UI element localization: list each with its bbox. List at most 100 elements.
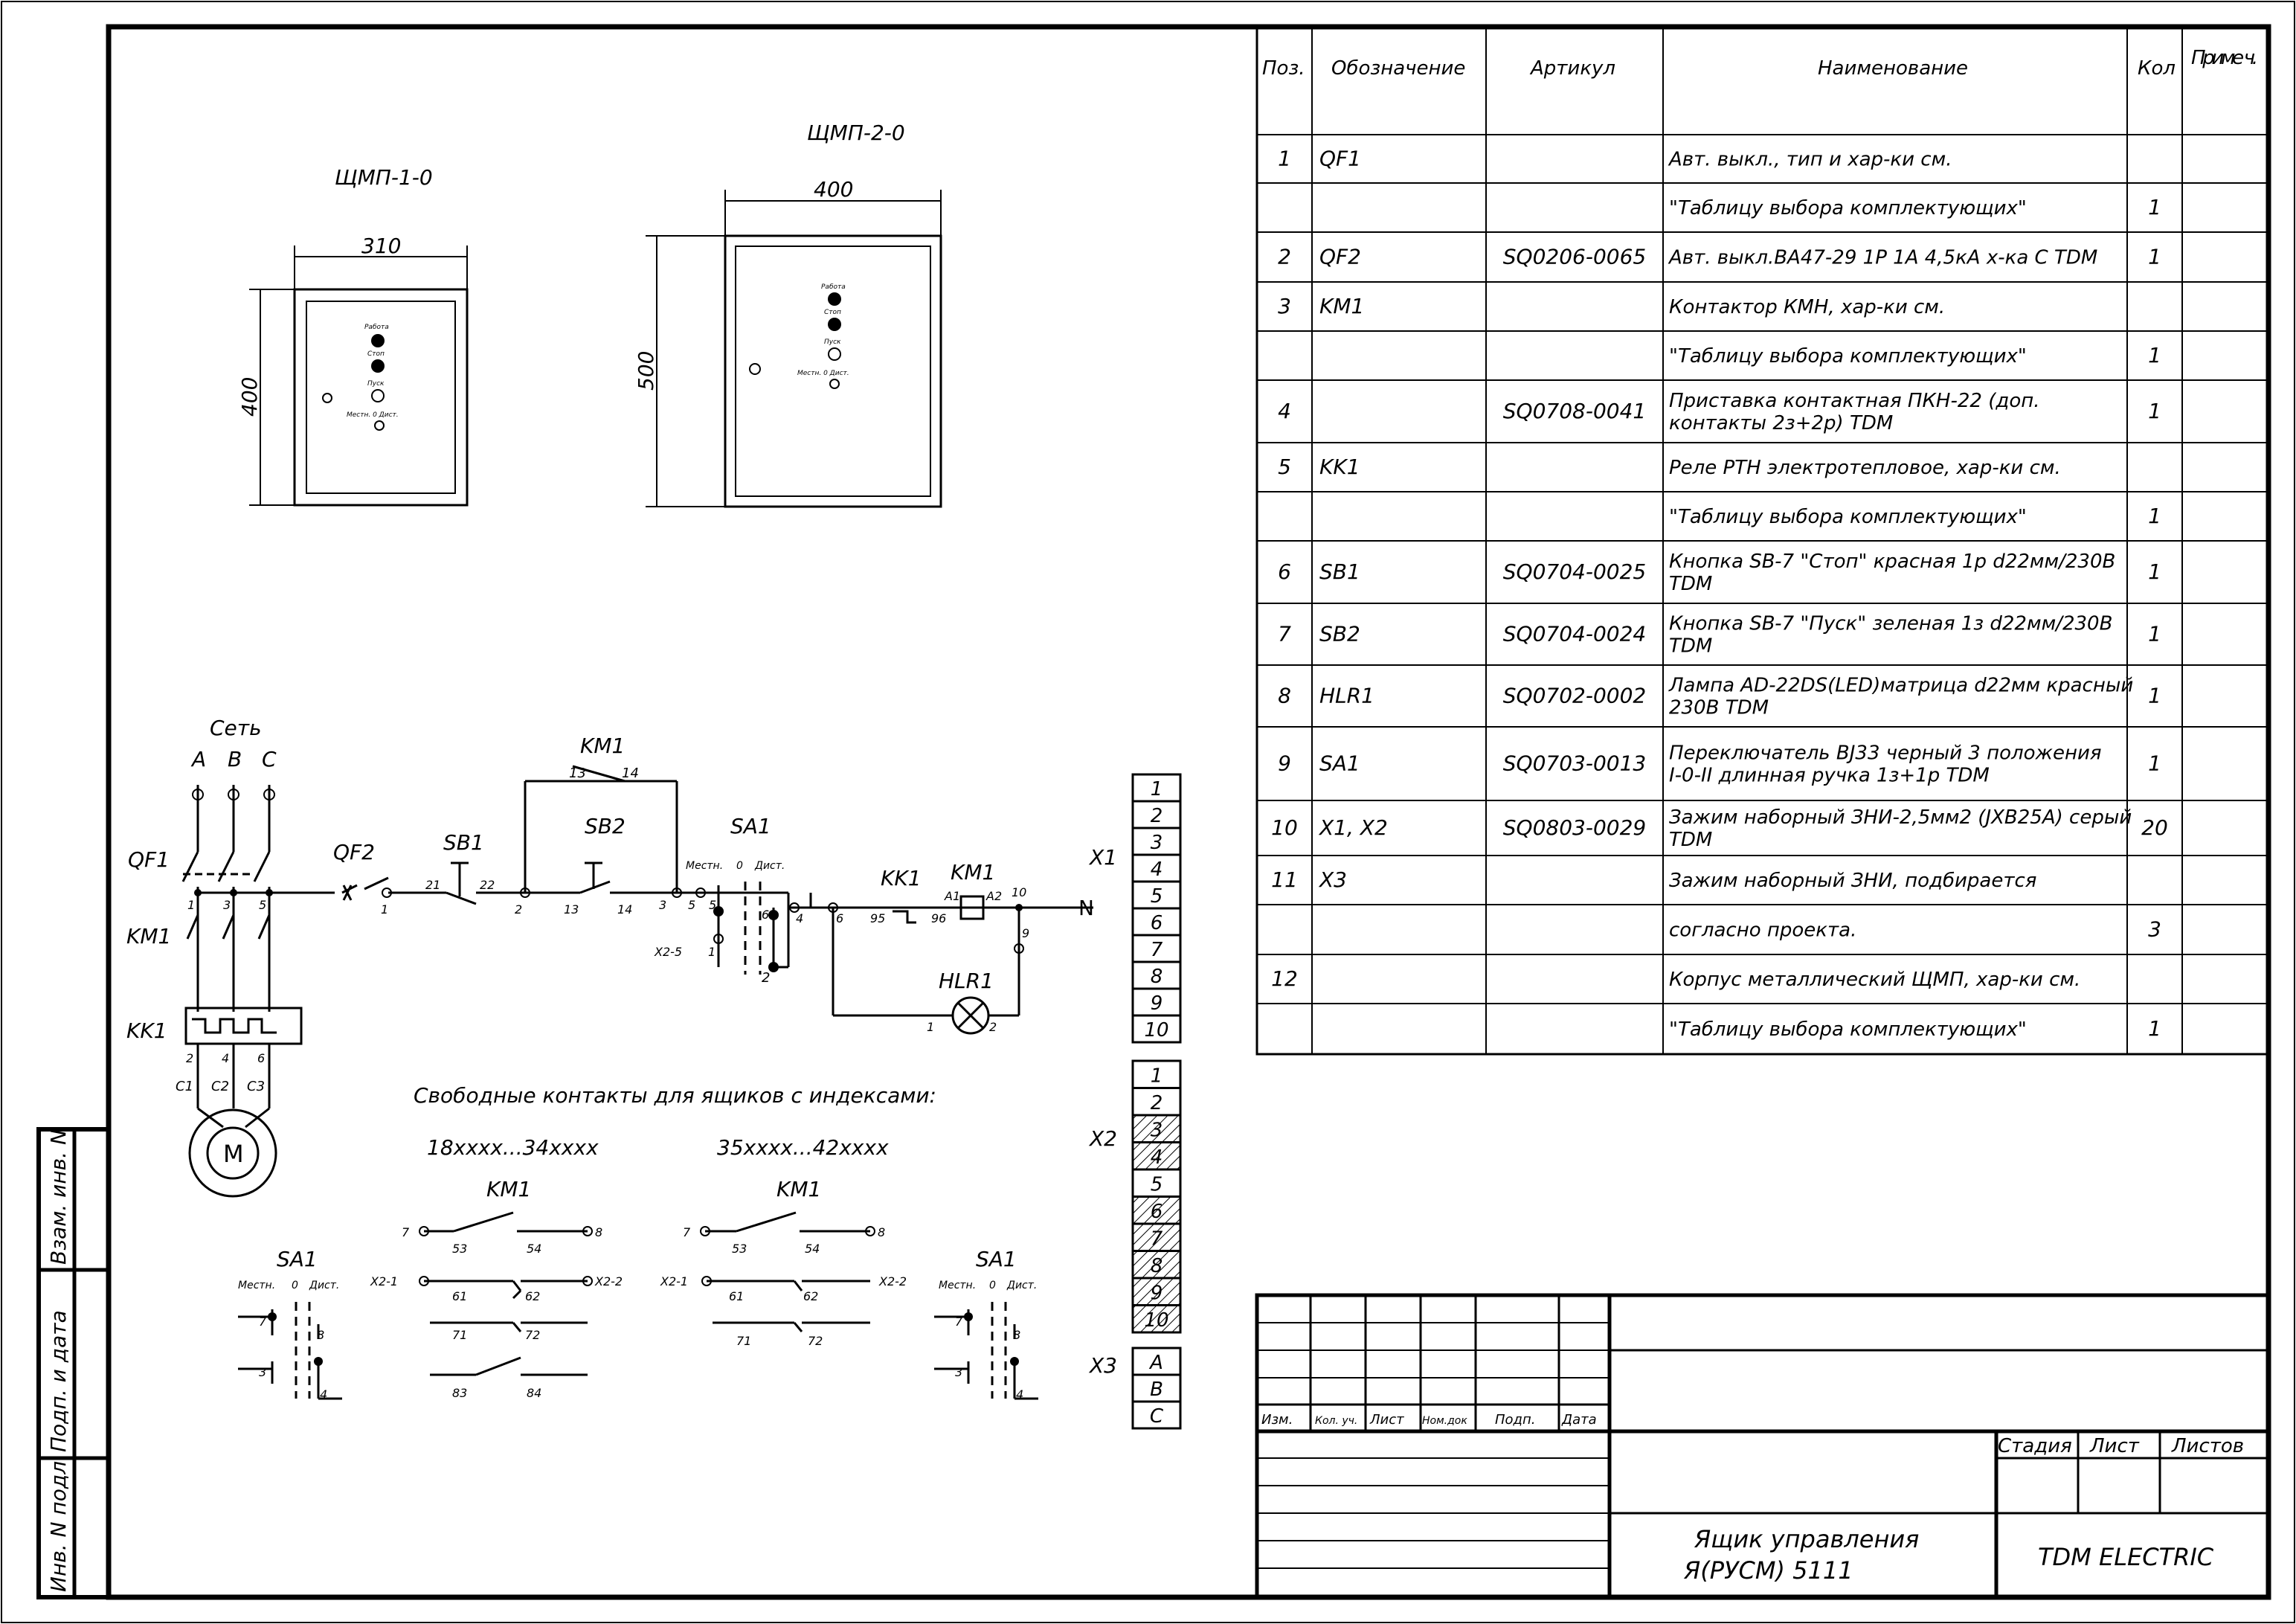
svg-text:Местн.: Местн. bbox=[238, 1280, 275, 1291]
terminal-number: 6 bbox=[1151, 1201, 1163, 1223]
terminal-number: 7 bbox=[1151, 1228, 1163, 1251]
lamp-work-icon bbox=[371, 334, 385, 347]
terminal-number: 5 bbox=[1151, 1174, 1163, 1196]
svg-text:9: 9 bbox=[1022, 926, 1029, 940]
svg-text:21: 21 bbox=[425, 878, 440, 892]
bom-name: Корпус металлический ЩМП, хар-ки см. bbox=[1669, 969, 2080, 991]
qf1-label: QF1 bbox=[128, 847, 170, 872]
terminal-number: 1 bbox=[1151, 778, 1163, 800]
svg-text:5: 5 bbox=[709, 898, 716, 912]
bom-pos: 8 bbox=[1278, 684, 1291, 708]
svg-text:2: 2 bbox=[515, 902, 522, 917]
motor-label: M bbox=[223, 1140, 244, 1168]
svg-text:Лист: Лист bbox=[1369, 1412, 1404, 1428]
terminal-number: 10 bbox=[1144, 1309, 1168, 1332]
bom-row: 1"Таблицу выбора комплектующих" bbox=[1669, 1016, 2161, 1041]
svg-text:61: 61 bbox=[452, 1289, 467, 1303]
enclosure-shmp-1: ЩМП-1-0 310 400 Работа Стоп Пуск Местн. … bbox=[237, 165, 469, 507]
svg-text:Местн. 0 Дист.: Местн. 0 Дист. bbox=[797, 370, 849, 377]
svg-text:X2-2: X2-2 bbox=[594, 1274, 623, 1288]
svg-text:Пуск: Пуск bbox=[824, 338, 841, 346]
svg-text:Местн.: Местн. bbox=[939, 1280, 976, 1291]
svg-text:Пуск: Пуск bbox=[367, 380, 385, 388]
bom-qty: 1 bbox=[2148, 245, 2161, 269]
svg-text:Дата: Дата bbox=[1561, 1412, 1597, 1428]
lamp-stop-icon bbox=[371, 359, 385, 373]
bom-qty: 1 bbox=[2148, 559, 2161, 584]
svg-text:SA1: SA1 bbox=[976, 1247, 1017, 1271]
svg-text:6: 6 bbox=[762, 908, 769, 922]
bom-pos: 7 bbox=[1278, 622, 1291, 646]
svg-text:C1: C1 bbox=[176, 1079, 193, 1094]
document-title-line-1: Ящик управления bbox=[1694, 1525, 1919, 1553]
svg-text:3: 3 bbox=[955, 1365, 962, 1379]
svg-text:1: 1 bbox=[381, 902, 388, 917]
svg-text:6: 6 bbox=[257, 1051, 265, 1065]
lamp-work-icon bbox=[828, 292, 841, 306]
kk1-aux-label: KK1 bbox=[881, 866, 922, 890]
svg-text:84: 84 bbox=[527, 1386, 541, 1400]
bom-name: "Таблицу выбора комплектующих" bbox=[1669, 345, 2027, 368]
sa1-label: SA1 bbox=[730, 814, 771, 838]
svg-text:61: 61 bbox=[729, 1289, 744, 1303]
terminal-number: 4 bbox=[1151, 1146, 1163, 1169]
svg-text:Местн.: Местн. bbox=[686, 860, 723, 872]
bom-article: SQ0708-0041 bbox=[1503, 399, 1646, 423]
bom-pos: 10 bbox=[1271, 815, 1298, 840]
terminal-block-x3: ABC bbox=[1131, 1347, 1182, 1430]
terminal-number: 7 bbox=[1151, 939, 1163, 961]
enclosure-2-name: ЩМП-2-0 bbox=[807, 121, 905, 145]
lock-icon bbox=[322, 393, 332, 403]
svg-text:Дист.: Дист. bbox=[309, 1280, 339, 1291]
svg-text:13: 13 bbox=[569, 766, 586, 781]
bom-qty: 1 bbox=[2148, 504, 2161, 528]
bom-qty: 20 bbox=[2141, 815, 2168, 840]
schematic: Сеть A B C bbox=[126, 716, 1094, 1198]
bom-name: Контактор КМН, хар-ки см. bbox=[1669, 296, 1945, 318]
terminal-cell bbox=[1131, 1250, 1182, 1280]
svg-text:2: 2 bbox=[989, 1020, 997, 1034]
bom-header: Приме ч. bbox=[2191, 47, 2258, 69]
bom-designation: X1, X2 bbox=[1318, 815, 1388, 840]
svg-text:8: 8 bbox=[878, 1225, 885, 1239]
bom-name: Авт. выкл.ВА47-29 1Р 1А 4,5кА х-ка С TDM bbox=[1668, 247, 2097, 269]
svg-text:C3: C3 bbox=[247, 1079, 265, 1094]
svg-text:10: 10 bbox=[1012, 885, 1026, 899]
bom-name: Зажим наборный ЗНИ-2,5мм2 (JXB25A) серый… bbox=[1669, 806, 2132, 851]
net-label: Сеть bbox=[210, 716, 262, 740]
stamp-sign-date: Подп. и дата bbox=[46, 1310, 71, 1452]
enclosure-1-height: 400 bbox=[237, 377, 262, 417]
bom-designation: X3 bbox=[1318, 867, 1347, 892]
bom-pos: 3 bbox=[1278, 294, 1291, 318]
svg-text:1: 1 bbox=[187, 898, 195, 912]
svg-text:Работа: Работа bbox=[821, 283, 846, 291]
bom-qty: 1 bbox=[2148, 399, 2161, 423]
svg-text:Дист.: Дист. bbox=[754, 860, 785, 872]
bom-article: SQ0703-0013 bbox=[1503, 751, 1646, 776]
svg-text:SA1: SA1 bbox=[277, 1247, 318, 1271]
terminal-cell bbox=[1131, 1059, 1182, 1089]
terminal-cell bbox=[1131, 907, 1182, 937]
terminal-cell bbox=[1131, 880, 1182, 910]
bom-article: SQ0704-0025 bbox=[1503, 559, 1646, 584]
bom-name: "Таблицу выбора комплектующих" bbox=[1669, 506, 2027, 528]
km1-coil-label: KM1 bbox=[951, 860, 995, 885]
svg-text:X2-5: X2-5 bbox=[654, 945, 682, 959]
neutral-label: N bbox=[1078, 896, 1094, 920]
svg-text:Лист: Лист bbox=[2089, 1435, 2140, 1457]
svg-text:72: 72 bbox=[808, 1334, 823, 1348]
lamp-stop-icon bbox=[828, 318, 841, 331]
terminal-number: 2 bbox=[1151, 1092, 1163, 1114]
